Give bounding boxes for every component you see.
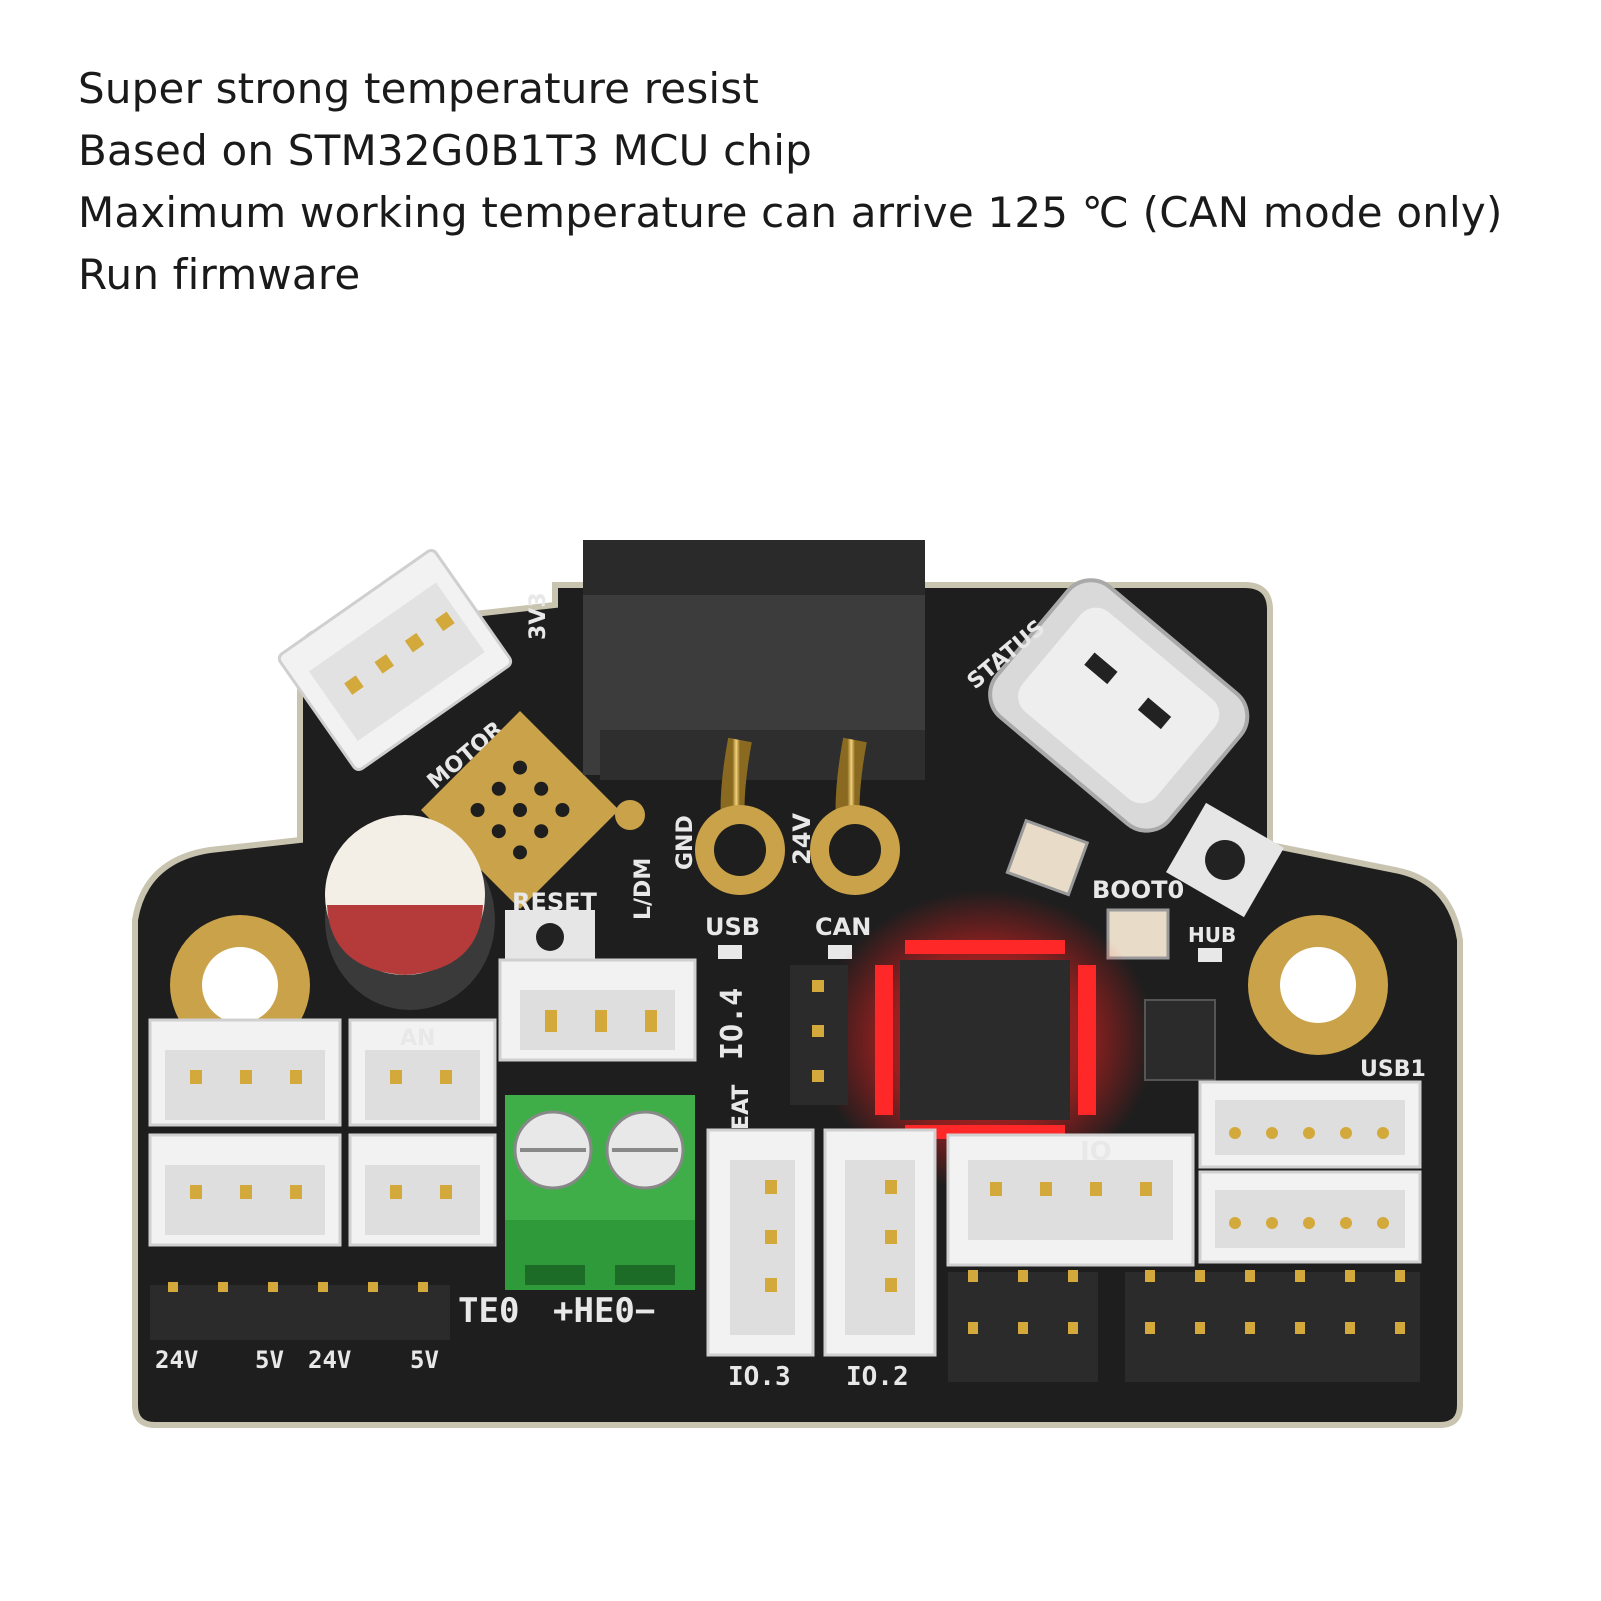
he0-label: +HE0− [553,1291,655,1331]
power-connector [583,540,925,895]
v24-label: 24V [788,813,816,865]
io3-label: IO.3 [728,1362,791,1392]
feature-list: Super strong temperature resist Based on… [78,58,1578,306]
io-connector [946,1133,1195,1267]
feature-item: Run firmware [78,250,361,299]
usb1-connectors [1198,1080,1422,1264]
crystal-2 [1005,818,1090,897]
reset-label: RESET [512,888,598,916]
can-label: CAN [815,913,871,941]
heat-label: EAT [729,1085,754,1130]
jumper-24v-b: 24V [308,1346,351,1374]
usb-label: USB [705,913,760,941]
usb-led [718,945,742,959]
usb1-label: USB1 [1360,1057,1426,1082]
te0-label: TE0 [458,1291,519,1331]
capacitor [325,815,495,1010]
mount-hole-right [1248,915,1388,1055]
v3-label: 3V3 [526,592,551,640]
feature-item: Super strong temperature resist [78,64,760,113]
small-ic [1144,999,1216,1081]
usb-c-port [988,578,1250,833]
motor-connector [277,549,513,771]
hub-label: HUB [1188,923,1236,947]
jumper-5v-a: 5V [255,1346,284,1374]
ldm-label: L/DM [631,858,656,920]
io2-connector [823,1128,937,1357]
io2-label: IO.2 [846,1362,909,1392]
jumper-5v-b: 5V [410,1346,439,1374]
boot-button[interactable] [1166,802,1284,918]
fan-label: AN [400,1026,435,1051]
io4-label: IO.4 [715,988,750,1060]
jumper-headers-left [150,1285,450,1340]
hub-led [1198,948,1222,962]
heater-terminal [505,1095,695,1290]
io-label: IO [1080,1137,1112,1167]
feature-item: Based on STM32G0B1T3 MCU chip [78,126,812,175]
gnd-label: GND [673,815,698,870]
boot0-label: BOOT0 [1092,876,1184,904]
io4-connector [498,958,697,1062]
crystal [1106,908,1170,960]
mcu-chip [900,960,1070,1120]
io3-connector [706,1128,815,1357]
jumper-24v-a: 24V [155,1346,198,1374]
feature-item: Maximum working temperature can arrive 1… [78,188,1503,237]
left-connectors [148,1018,497,1247]
